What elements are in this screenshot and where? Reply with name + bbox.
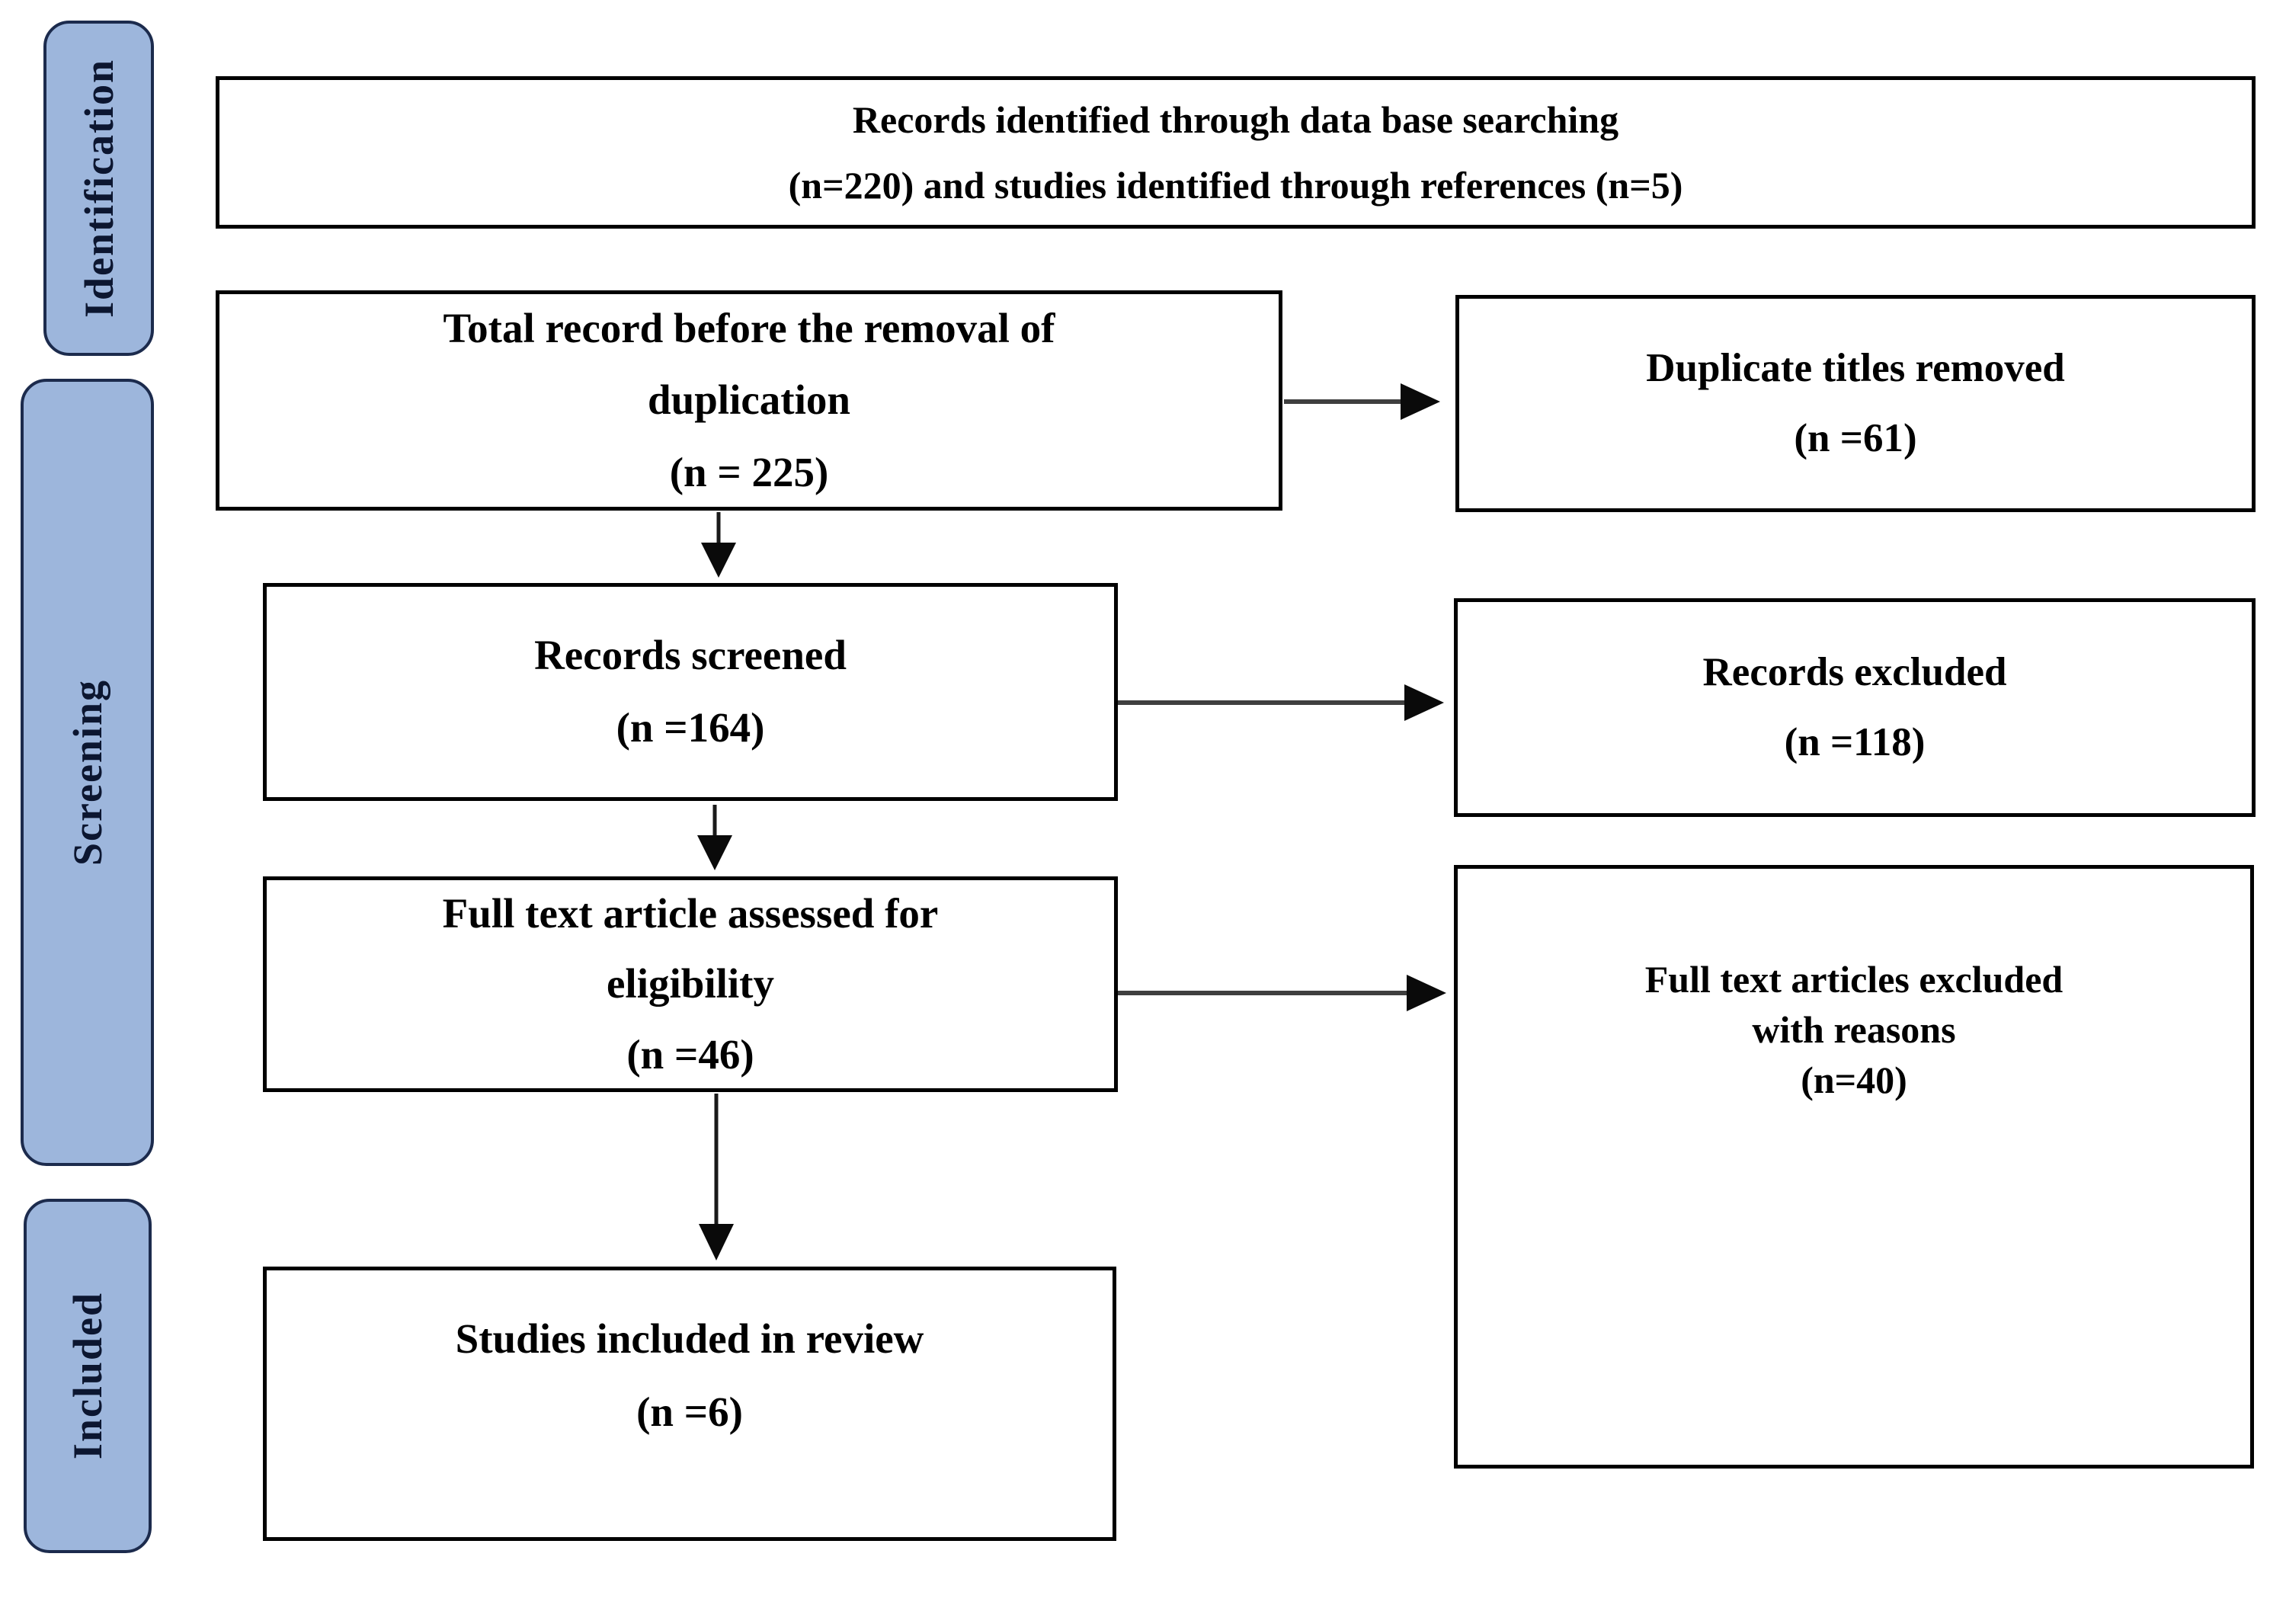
box-text-line: Duplicate titles removed: [1646, 346, 2065, 391]
box-text-line: Records screened: [534, 632, 847, 679]
box-text-line: (n =6): [636, 1389, 743, 1436]
arrow-screened-to-fulltext: [697, 805, 732, 870]
arrow-fulltext-to-included: [699, 1094, 734, 1260]
flow-box-total-before-duplication-removal: Total record before the removal of dupli…: [216, 290, 1282, 511]
box-text-line: (n =46): [626, 1030, 754, 1078]
stage-label-included: Included: [24, 1199, 152, 1553]
stage-label-text: Included: [65, 1292, 110, 1460]
arrow-fulltext-to-excluded: [1118, 975, 1446, 1011]
box-text-line: (n =61): [1794, 415, 1917, 460]
box-text-line: Full text article assessed for: [442, 889, 939, 937]
arrow-screened-to-excluded: [1118, 684, 1444, 721]
box-text-line: Studies included in review: [455, 1315, 924, 1362]
box-text-line: (n =164): [616, 704, 765, 751]
arrow-dedup-to-duplicates: [1284, 383, 1440, 420]
flow-box-fulltext-excluded: Full text articles excluded with reasons…: [1454, 865, 2254, 1469]
box-text-line: (n =118): [1784, 719, 1926, 764]
box-text-line: Records identified through data base sea…: [852, 98, 1619, 141]
box-text-line: Full text articles excluded: [1644, 958, 2063, 1001]
box-text-line: Records excluded: [1702, 650, 2007, 695]
arrow-dedup-to-screened: [701, 512, 736, 578]
box-text-line: eligibility: [607, 960, 774, 1007]
stage-label-identification: Identification: [43, 21, 154, 356]
box-text-line: (n = 225): [669, 448, 829, 495]
box-text-line: duplication: [648, 376, 850, 424]
flow-box-records-excluded: Records excluded (n =118): [1454, 598, 2256, 817]
flow-box-records-identified: Records identified through data base sea…: [216, 76, 2256, 229]
flow-box-duplicate-titles-removed: Duplicate titles removed (n =61): [1455, 295, 2256, 512]
box-text-line: Total record before the removal of: [443, 304, 1055, 351]
stage-label-screening: Screening: [21, 379, 154, 1166]
stage-label-text: Identification: [75, 58, 122, 318]
flow-box-records-screened: Records screened (n =164): [263, 583, 1118, 801]
box-text-line: with reasons: [1752, 1008, 1956, 1051]
flow-box-studies-included: Studies included in review (n =6): [263, 1267, 1116, 1541]
box-text-line: (n=220) and studies identified through r…: [788, 164, 1683, 207]
box-text-line: (n=40): [1801, 1059, 1907, 1101]
flow-box-fulltext-assessed: Full text article assessed for eligibili…: [263, 876, 1118, 1092]
stage-label-text: Screening: [64, 679, 110, 866]
